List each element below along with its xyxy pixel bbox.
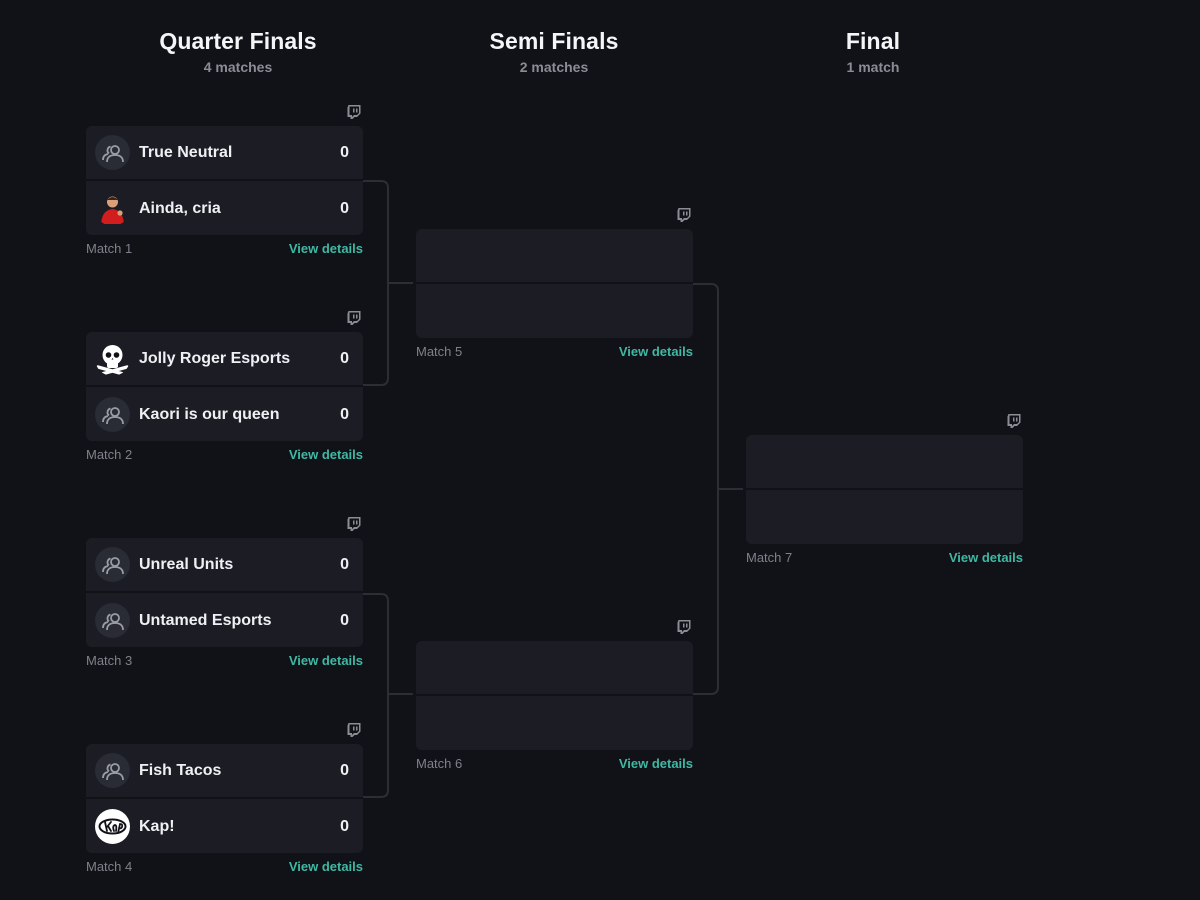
- match-label: Match 5: [416, 344, 463, 359]
- slot-divider: [746, 488, 1023, 490]
- round-header-final: Final 1 match: [723, 28, 1023, 75]
- team-slot-empty[interactable]: [416, 697, 693, 750]
- connector-qf1-qf2: [363, 180, 413, 386]
- twitch-icon[interactable]: [1006, 413, 1022, 429]
- kap-logo-icon: [95, 809, 130, 844]
- team-name: True Neutral: [139, 143, 233, 161]
- twitch-icon[interactable]: [346, 310, 362, 326]
- team-name: Ainda, cria: [139, 199, 221, 217]
- team-slot[interactable]: Untamed Esports 0: [86, 594, 363, 647]
- connector-qf3-qf4: [363, 593, 413, 798]
- team-slot[interactable]: Jolly Roger Esports 0: [86, 332, 363, 385]
- team-name: Kaori is our queen: [139, 405, 280, 423]
- team-name: Untamed Esports: [139, 611, 272, 629]
- match-3: Unreal Units 0 Untamed Esports 0 Match 3…: [86, 517, 363, 668]
- round-subtitle: 4 matches: [203, 59, 273, 75]
- twitch-icon[interactable]: [346, 722, 362, 738]
- user-group-icon: [95, 135, 130, 170]
- match-card[interactable]: Fish Tacos 0 Kap! 0: [86, 744, 363, 853]
- round-header-semi-finals: Semi Finals 2 matches: [404, 28, 704, 75]
- view-details-link[interactable]: View details: [288, 447, 363, 462]
- match-card[interactable]: [416, 641, 693, 750]
- twitch-icon[interactable]: [676, 207, 692, 223]
- slot-divider: [416, 694, 693, 696]
- slot-divider: [86, 591, 363, 593]
- team-slot-empty[interactable]: [416, 641, 693, 694]
- connector-sf1-sf2: [693, 283, 743, 695]
- team-score: 0: [340, 349, 349, 367]
- twitch-icon[interactable]: [346, 104, 362, 120]
- slot-divider: [86, 797, 363, 799]
- slot-divider: [416, 282, 693, 284]
- match-label: Match 2: [86, 447, 133, 462]
- user-group-icon: [95, 603, 130, 638]
- team-slot[interactable]: Kap! 0: [86, 800, 363, 853]
- team-slot[interactable]: True Neutral 0: [86, 126, 363, 179]
- user-group-icon: [95, 547, 130, 582]
- round-title: Semi Finals: [489, 28, 619, 54]
- team-name: Jolly Roger Esports: [139, 349, 291, 367]
- match-card[interactable]: [416, 229, 693, 338]
- match-6: Match 6 View details: [416, 620, 693, 771]
- match-card[interactable]: [746, 435, 1023, 544]
- twitch-icon[interactable]: [676, 619, 692, 635]
- twitch-icon[interactable]: [346, 516, 362, 532]
- round-subtitle: 2 matches: [519, 59, 589, 75]
- team-score: 0: [340, 611, 349, 629]
- match-1: True Neutral 0 Ainda, cria 0 Match 1 Vie…: [86, 105, 363, 256]
- match-card[interactable]: Jolly Roger Esports 0 Kaori is our queen…: [86, 332, 363, 441]
- match-5: Match 5 View details: [416, 208, 693, 359]
- match-label: Match 4: [86, 859, 133, 874]
- round-title: Final: [845, 28, 901, 54]
- team-slot[interactable]: Unreal Units 0: [86, 538, 363, 591]
- team-slot-empty[interactable]: [746, 435, 1023, 488]
- team-score: 0: [340, 761, 349, 779]
- match-card[interactable]: Unreal Units 0 Untamed Esports 0: [86, 538, 363, 647]
- view-details-link[interactable]: View details: [948, 550, 1023, 565]
- team-score: 0: [340, 555, 349, 573]
- team-slot[interactable]: Kaori is our queen 0: [86, 388, 363, 441]
- team-slot[interactable]: Ainda, cria 0: [86, 182, 363, 235]
- team-score: 0: [340, 143, 349, 161]
- match-label: Match 1: [86, 241, 133, 256]
- match-7: Match 7 View details: [746, 414, 1023, 565]
- view-details-link[interactable]: View details: [288, 653, 363, 668]
- user-group-icon: [95, 753, 130, 788]
- slot-divider: [86, 179, 363, 181]
- team-name: Unreal Units: [139, 555, 234, 573]
- team-score: 0: [340, 405, 349, 423]
- team-slot-empty[interactable]: [416, 229, 693, 282]
- match-card[interactable]: True Neutral 0 Ainda, cria 0: [86, 126, 363, 235]
- view-details-link[interactable]: View details: [288, 859, 363, 874]
- view-details-link[interactable]: View details: [618, 344, 693, 359]
- match-label: Match 3: [86, 653, 133, 668]
- user-group-icon: [95, 397, 130, 432]
- match-label: Match 6: [416, 756, 463, 771]
- match-label: Match 7: [746, 550, 793, 565]
- team-name: Fish Tacos: [139, 761, 222, 779]
- team-score: 0: [340, 817, 349, 835]
- match-4: Fish Tacos 0 Kap! 0 Match 4 View details: [86, 723, 363, 874]
- skull-crossbones-icon: [95, 341, 130, 376]
- view-details-link[interactable]: View details: [618, 756, 693, 771]
- match-2: Jolly Roger Esports 0 Kaori is our queen…: [86, 311, 363, 462]
- team-slot-empty[interactable]: [746, 491, 1023, 544]
- team-slot[interactable]: Fish Tacos 0: [86, 744, 363, 797]
- team-score: 0: [340, 199, 349, 217]
- round-title: Quarter Finals: [159, 28, 317, 54]
- team-slot-empty[interactable]: [416, 285, 693, 338]
- slot-divider: [86, 385, 363, 387]
- round-subtitle: 1 match: [846, 59, 900, 75]
- team-name: Kap!: [139, 817, 175, 835]
- round-header-quarter-finals: Quarter Finals 4 matches: [88, 28, 388, 75]
- player-photo-icon: [95, 191, 130, 226]
- view-details-link[interactable]: View details: [288, 241, 363, 256]
